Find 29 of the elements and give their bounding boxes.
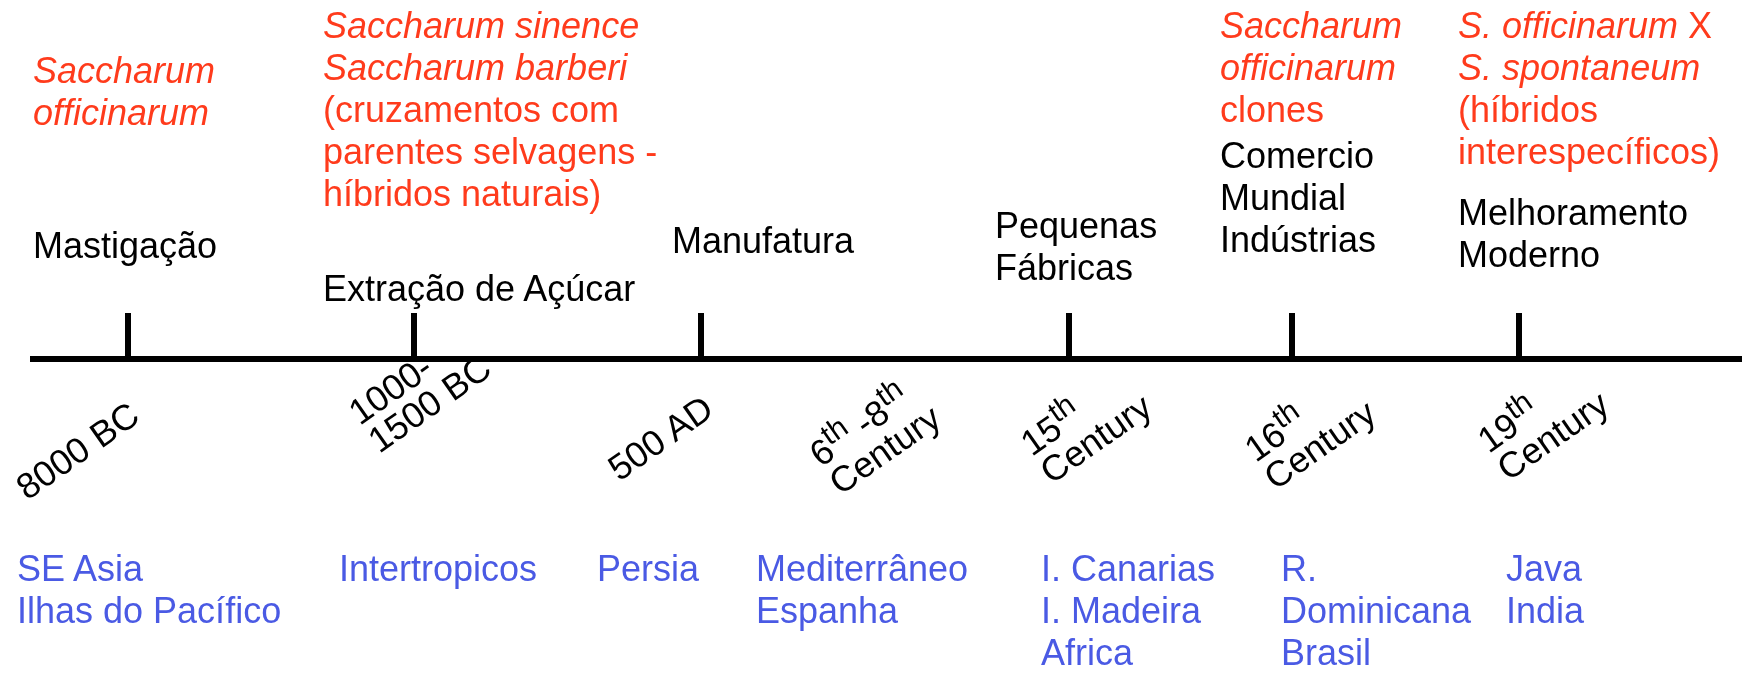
stage-label: Manufatura bbox=[672, 220, 855, 262]
region-label: R. Dominicana bbox=[1281, 548, 1473, 632]
region-label: Mediterrâneo bbox=[756, 548, 969, 590]
region-label: Java bbox=[1506, 548, 1583, 590]
region-label: SE Asia bbox=[17, 548, 144, 590]
region-label: I. Canarias bbox=[1041, 548, 1216, 590]
stage-label: Mastigação bbox=[33, 225, 218, 267]
species-label: Saccharum officinarum bbox=[33, 50, 217, 134]
species-label: (cruzamentos com parentes selvagens - híbridos naturais) bbox=[323, 89, 659, 215]
date-label: 500 AD bbox=[602, 390, 719, 486]
region-label: Brasil bbox=[1281, 632, 1372, 674]
region-label: India bbox=[1506, 590, 1585, 632]
stage-label: Indústrias bbox=[1220, 219, 1377, 261]
species-label: S. officinarum X S. spontaneum bbox=[1458, 5, 1714, 89]
species-label: Saccharum barberi bbox=[323, 47, 628, 89]
stage-label: Comercio Mundial bbox=[1220, 135, 1376, 219]
stage-label: Pequenas Fábricas bbox=[995, 205, 1159, 289]
region-label: Intertropicos bbox=[339, 548, 538, 590]
region-label: Espanha bbox=[756, 590, 899, 632]
region-label: I. Madeira bbox=[1041, 590, 1202, 632]
species-label: Saccharum officinarum clones bbox=[1220, 5, 1404, 131]
region-label: Ilhas do Pacífico bbox=[17, 590, 282, 632]
region-label: Persia bbox=[597, 548, 700, 590]
region-label: Africa bbox=[1041, 632, 1134, 674]
stage-label: Melhoramento Moderno bbox=[1458, 192, 1690, 276]
species-label: (híbridos interespecíficos) bbox=[1458, 89, 1722, 173]
stage-label: Extração de Açúcar bbox=[323, 268, 636, 310]
date-label: 8000 BC bbox=[10, 396, 145, 505]
species-label: Saccharum sinence bbox=[323, 5, 640, 47]
